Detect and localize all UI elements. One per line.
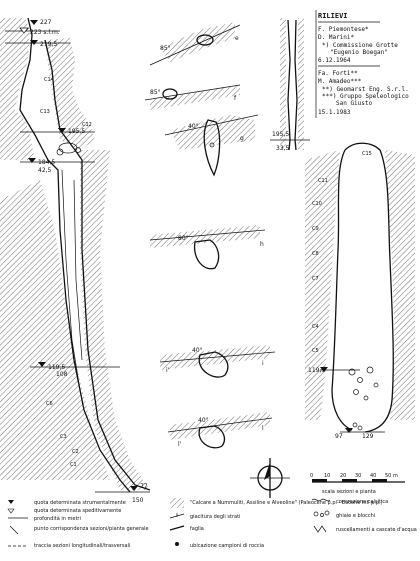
credits-line: ***) Gruppo Speleologico bbox=[322, 93, 409, 100]
legend-text: concrezione calcitica bbox=[336, 499, 388, 505]
profile-label: 184,5 bbox=[38, 159, 55, 166]
plan-label: 33,5 bbox=[276, 145, 290, 152]
profile-label: 150 bbox=[132, 497, 144, 504]
north-arrow bbox=[250, 458, 290, 498]
section-label: 85° bbox=[150, 89, 161, 96]
profile-label: 195,5 bbox=[68, 128, 85, 135]
credits-line: San Giusto bbox=[336, 100, 373, 107]
section-label: 40° bbox=[188, 123, 199, 130]
plan-label: C8 bbox=[312, 251, 319, 257]
credits-line: **) Geomarst Eng. S.r.l. bbox=[322, 86, 409, 93]
profile-label: C6 bbox=[46, 401, 53, 407]
section-label: 80° bbox=[178, 235, 189, 242]
plan-label: C5 bbox=[312, 348, 319, 354]
legend-symbol-triangle-icon bbox=[7, 508, 15, 514]
credits-line: Fa. Forti** bbox=[318, 70, 358, 77]
scale-mark: 0 bbox=[310, 473, 313, 479]
profile-label: C12 bbox=[82, 122, 92, 128]
scale-mark: 50 m bbox=[385, 473, 398, 479]
section-label: i bbox=[262, 360, 264, 367]
legend-text: "Calcare a Nummuliti, Assiline e Alveoli… bbox=[190, 500, 383, 506]
cross-sections: 85° e 85° f 40° g 80° h 40° i' i 40° l' … bbox=[144, 22, 276, 449]
scale-caption: scala sezioni e pianta bbox=[322, 489, 376, 495]
profile-label: C1 bbox=[70, 462, 77, 468]
section-label: e bbox=[235, 35, 239, 42]
legend-symbol-triangle-icon bbox=[8, 500, 14, 504]
credits-date: 15.1.1983 bbox=[318, 109, 351, 116]
legend-text: punto corrispondenza sezioni/pianta gene… bbox=[34, 526, 149, 532]
section-label: l' bbox=[178, 441, 182, 448]
section-label: 85° bbox=[160, 45, 171, 52]
profile-label: 119,5 bbox=[48, 364, 65, 371]
legend-text: ghiaie e blocchi bbox=[336, 513, 375, 519]
legend-text: ubicazione campioni di roccia bbox=[190, 543, 264, 549]
level-triangle-icon bbox=[58, 128, 66, 133]
section-label: 40° bbox=[192, 347, 203, 354]
legend-text: profondità in metri bbox=[34, 515, 81, 522]
section-label: i' bbox=[166, 367, 170, 374]
plan-label: C11 bbox=[318, 178, 328, 184]
profile-label: 219,5 bbox=[40, 41, 57, 48]
section-label: l bbox=[262, 425, 264, 432]
plan-label: C10 bbox=[312, 201, 322, 207]
plan-label: C7 bbox=[312, 276, 319, 282]
profile-label: C2 bbox=[72, 449, 79, 455]
plan-label: C4 bbox=[312, 324, 319, 330]
profile-label: C13 bbox=[40, 109, 50, 115]
plan-label: 195,5 bbox=[272, 131, 289, 138]
plan-view: C15 C11 C10 C9 C8 C7 C4 C5 119,5 129 97 bbox=[305, 142, 415, 440]
credits-line: M. Amadeo*** bbox=[318, 78, 362, 85]
level-triangle-icon bbox=[19, 27, 29, 34]
level-triangle-icon bbox=[130, 486, 138, 491]
legend-text: quota determinata strumentalmente bbox=[34, 500, 126, 506]
section-label: g bbox=[240, 135, 244, 142]
level-triangle-icon bbox=[345, 428, 353, 433]
legend-text: faglia bbox=[190, 526, 204, 532]
scale-bar: 0 10 20 30 40 50 m scala sezioni e piant… bbox=[310, 473, 405, 495]
profile-label: 77 bbox=[140, 483, 148, 490]
level-triangle-icon bbox=[28, 158, 36, 163]
credits-block: RILIEVI F. Piemontese* D. Marini* *) Com… bbox=[315, 10, 409, 118]
plan-label: 119,5 bbox=[308, 367, 325, 374]
section-label: 40° bbox=[198, 417, 209, 424]
profile-label: C14 bbox=[44, 77, 54, 83]
credits-line: F. Piemontese* bbox=[318, 26, 369, 33]
legend-text: quota determinata speditivamente bbox=[34, 508, 121, 514]
credits-line: "Eugenio Boegan" bbox=[330, 49, 388, 56]
scale-mark: 20 bbox=[340, 473, 346, 479]
section-label: h bbox=[260, 241, 264, 248]
level-triangle-icon bbox=[320, 367, 328, 372]
profile-label: 227 bbox=[40, 19, 52, 26]
plan-label: C15 bbox=[362, 151, 372, 157]
profile-label: 223 s.l.m. bbox=[30, 29, 60, 36]
credits-heading: RILIEVI bbox=[318, 12, 348, 20]
credits-line: *) Commissione Grotte bbox=[322, 42, 398, 49]
level-triangle-icon bbox=[30, 20, 38, 25]
scale-mark: 40 bbox=[370, 473, 376, 479]
scale-mark: 10 bbox=[324, 473, 330, 479]
profile-label: 42,5 bbox=[38, 167, 52, 174]
legend-text: traccia sezioni longitudinali/trasversal… bbox=[34, 543, 130, 549]
longitudinal-profile: 227 223 s.l.m. 219,5 C14 C13 C12 195,5 1… bbox=[0, 17, 151, 504]
plan-label: 129 bbox=[362, 433, 374, 440]
level-triangle-icon bbox=[30, 40, 38, 45]
legend-text: ruscellamenti a cascate d'acqua bbox=[336, 527, 417, 533]
plan-label: C9 bbox=[312, 226, 319, 232]
profile-label: 108 bbox=[56, 371, 68, 378]
scale-mark: 30 bbox=[355, 473, 361, 479]
credits-date: 6.12.1964 bbox=[318, 57, 351, 64]
profile-label: C3 bbox=[60, 434, 67, 440]
level-triangle-icon bbox=[38, 362, 46, 367]
shaft-section: 195,5 33,5 bbox=[270, 18, 310, 152]
legend: quota determinata strumentalmente quota … bbox=[7, 498, 417, 549]
legend-text: giacitura degli strati bbox=[190, 514, 240, 520]
section-label: f bbox=[234, 95, 237, 102]
credits-line: D. Marini* bbox=[318, 34, 355, 41]
plan-label: 97 bbox=[335, 433, 343, 440]
